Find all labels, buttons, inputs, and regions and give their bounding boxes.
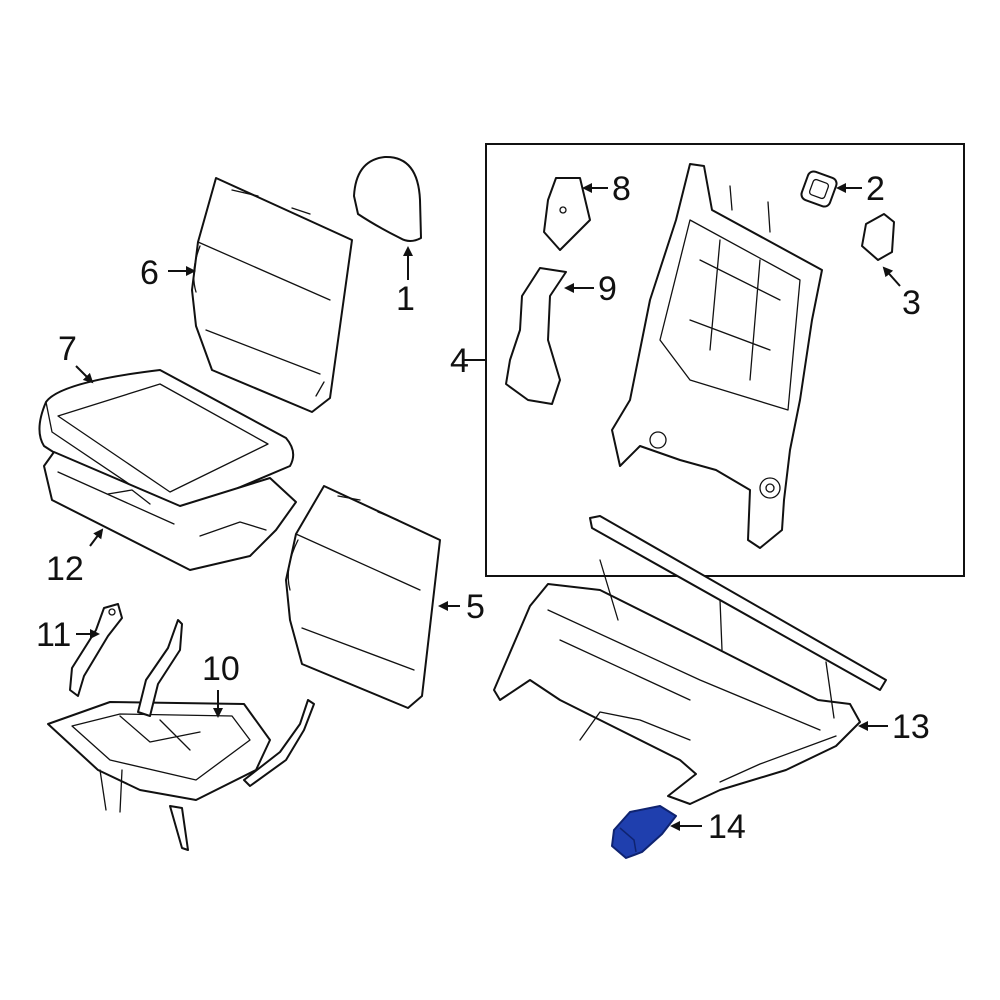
leader-12 [89,528,104,547]
bezel-part[interactable] [800,170,838,208]
callout-6: 6 [140,254,159,292]
callout-labels: 1 2 3 4 5 6 7 8 9 10 11 12 13 14 [36,170,930,846]
callout-8: 8 [612,170,631,208]
callout-2: 2 [866,170,885,208]
callout-1: 1 [396,280,415,318]
highlighted-cover-part[interactable] [611,805,677,859]
callout-9: 9 [598,270,617,308]
hinge-bracket-part[interactable] [69,603,123,697]
side-bracket-part[interactable] [505,267,567,405]
callout-11: 11 [36,616,71,654]
callout-3: 3 [902,284,921,322]
trim-cover-part[interactable] [543,177,591,251]
headrest-part[interactable] [353,155,422,242]
leader-3 [882,266,901,287]
seat-track-frame-part[interactable] [493,515,887,805]
callout-14: 14 [708,808,746,846]
seat-cushion-pan-part[interactable] [43,451,297,571]
callout-7: 7 [58,330,77,368]
seatback-cushion-part[interactable] [191,177,353,413]
callout-12: 12 [46,550,84,588]
leader-7 [75,365,94,384]
seat-cushion-frame-part[interactable] [47,619,315,851]
callout-4: 4 [450,342,469,380]
seatback-cushion-lower-part[interactable] [285,485,441,709]
seatback-frame-part[interactable] [611,163,823,549]
callout-5: 5 [466,588,485,626]
callout-10: 10 [202,650,240,688]
release-handle-part[interactable] [861,213,895,261]
leader-lines [75,183,901,831]
callout-13: 13 [892,708,930,746]
